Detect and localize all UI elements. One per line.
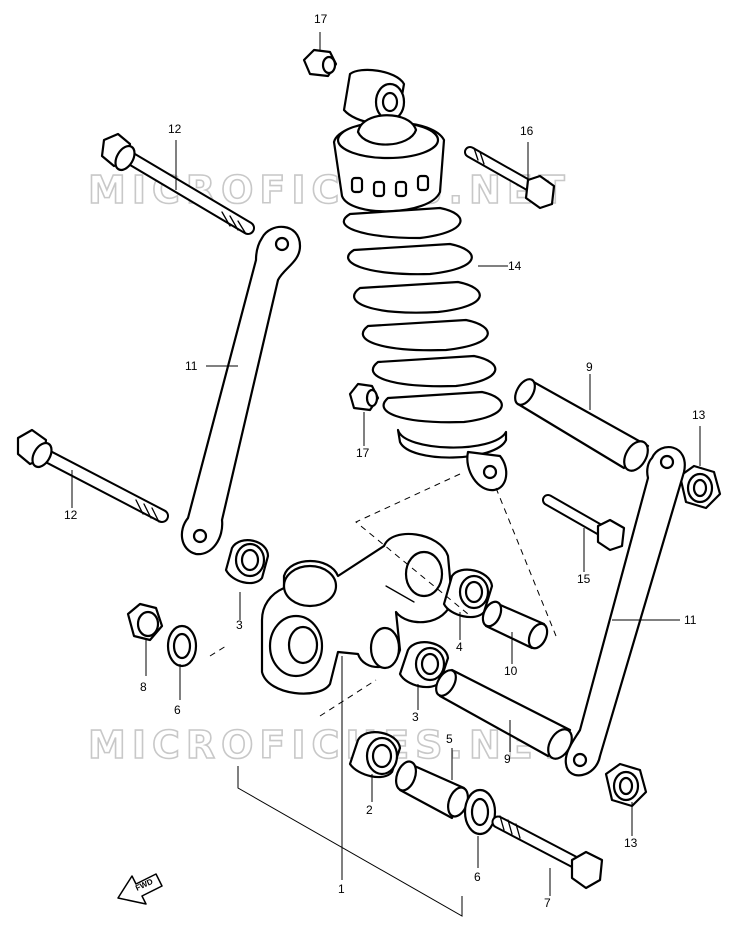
callout-6-lower: 6	[474, 870, 481, 884]
bolt-12-upper	[100, 132, 255, 235]
nut-17-upper	[302, 48, 338, 78]
callout-15: 15	[577, 572, 591, 586]
fwd-arrow: FWD	[117, 873, 163, 905]
callout-9-lower: 9	[504, 752, 511, 766]
callout-7: 7	[544, 896, 551, 910]
callout-13-top: 13	[692, 408, 706, 422]
callout-12-top: 12	[168, 122, 182, 136]
callout-3-upper: 3	[236, 618, 243, 632]
nut-13-upper	[678, 464, 722, 510]
callout-9-top: 9	[586, 360, 593, 374]
shock-absorber-14	[332, 114, 508, 492]
rod-11-left	[180, 225, 302, 556]
bushing-2	[348, 731, 402, 779]
cushion-lever-1	[260, 532, 454, 695]
nut-17-lower	[348, 382, 380, 412]
callout-3-lower: 3	[412, 710, 419, 724]
callout-6-left: 6	[174, 703, 181, 717]
callout-14: 14	[508, 259, 522, 273]
sleeve-9-upper	[514, 378, 650, 472]
washer-6-lower	[463, 788, 497, 836]
callout-12-lower: 12	[64, 508, 78, 522]
callout-2: 2	[366, 803, 373, 817]
sleeve-9-lower	[435, 668, 573, 760]
nut-8	[126, 602, 164, 642]
callout-5: 5	[446, 732, 453, 746]
nut-13-lower	[604, 762, 648, 808]
watermark-bottom: MICROFICHES.NET	[88, 723, 571, 767]
callout-13-lower: 13	[624, 836, 638, 850]
sleeve-10	[481, 600, 549, 650]
callout-11-left: 11	[185, 359, 198, 373]
callout-17-top: 17	[314, 12, 328, 26]
bushing-3-upper	[224, 539, 270, 585]
callout-8: 8	[140, 680, 147, 694]
bolt-12-lower	[16, 428, 169, 523]
bolt-7	[491, 815, 604, 890]
leader-lines	[71, 32, 701, 917]
callout-11-right: 11	[684, 613, 697, 627]
callout-10: 10	[504, 664, 518, 678]
rod-11-right	[564, 446, 686, 777]
callout-4: 4	[456, 640, 463, 654]
callout-16: 16	[520, 124, 534, 138]
shock-top-mount	[342, 68, 406, 125]
callout-1: 1	[338, 882, 345, 896]
bolt-16	[464, 146, 556, 210]
sleeve-5	[395, 760, 469, 820]
callout-17-lower: 17	[356, 446, 370, 460]
washer-6-left	[166, 624, 198, 668]
bolt-15	[542, 494, 626, 552]
